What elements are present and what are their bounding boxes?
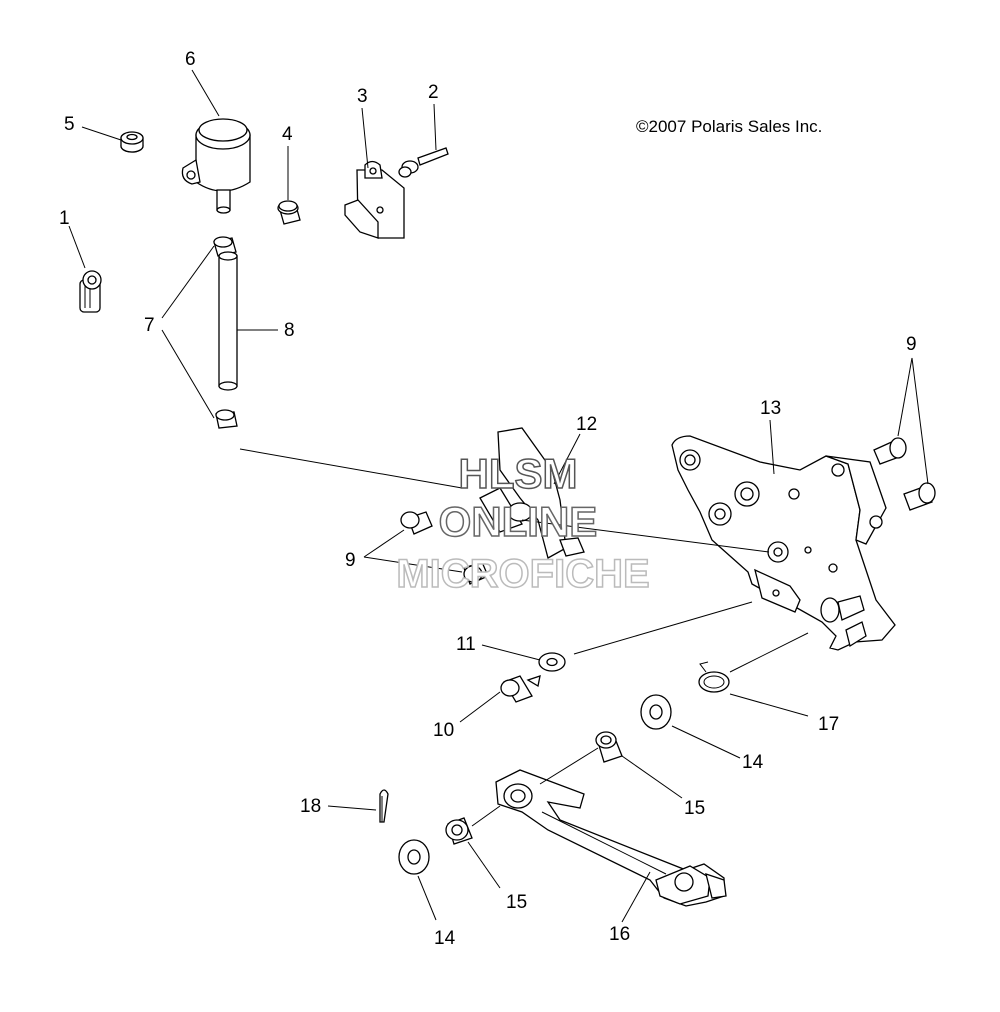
callout-1: 1 [59,208,70,229]
part-5-cap [120,131,144,153]
part-4-bolt [277,200,301,225]
callout-6: 6 [185,49,196,70]
part-9-bolt-right-lower [903,482,936,511]
callout-15-right: 15 [684,798,705,819]
callout-5: 5 [64,114,75,135]
callout-13: 13 [760,398,781,419]
callout-18: 18 [300,796,321,817]
copyright-text: ©2007 Polaris Sales Inc. [636,117,822,136]
part-7-clamp-bottom [215,409,238,429]
part-12-master-cylinder [479,427,585,559]
callout-14-left: 14 [434,928,456,949]
watermark: HLSM ONLINE MICROFICHE [396,449,651,597]
callout-15-left: 15 [506,892,527,913]
callout-9-left: 9 [345,550,356,571]
callout-10: 10 [433,720,454,741]
part-8-hose [218,251,238,391]
callout-7: 7 [144,315,155,336]
leader-lines [68,69,929,923]
watermark-line-1: HLSM [459,450,578,497]
part-15-bushing-left [445,817,473,845]
watermark-line-3: MICROFICHE [396,552,649,596]
part-14-washer-left [398,839,430,875]
part-3-bracket [344,160,405,239]
callout-2: 2 [428,82,439,103]
part-16-brake-pedal [495,769,727,907]
callout-labels: 1 2 3 4 5 6 7 8 9 9 10 11 12 13 14 14 15… [59,49,917,949]
callout-4: 4 [282,124,293,145]
part-2-bolt [398,147,449,178]
watermark-line-2: ONLINE [439,498,598,545]
part-6-reservoir [181,118,251,214]
part-9-bolt-left-lower [463,561,489,585]
callout-11: 11 [456,634,476,655]
part-14-washer-right [640,694,672,730]
part-15-bushing-right [595,731,623,763]
part-13-mounting-plate [671,435,896,651]
part-17-spring [698,661,730,693]
callout-12: 12 [576,414,597,435]
part-10-bolt [500,675,541,703]
part-11-washer [538,652,566,672]
part-9-bolt-right-upper [873,437,907,465]
part-9-bolt-left-upper [400,511,433,535]
callout-9-right: 9 [906,334,917,355]
callout-3: 3 [357,86,368,107]
callout-14-right: 14 [742,752,764,773]
part-1-fitting [79,270,102,313]
part-18-cotter-pin [379,789,389,823]
callout-17: 17 [818,714,839,735]
callout-8: 8 [284,320,295,341]
callout-16: 16 [609,924,630,945]
